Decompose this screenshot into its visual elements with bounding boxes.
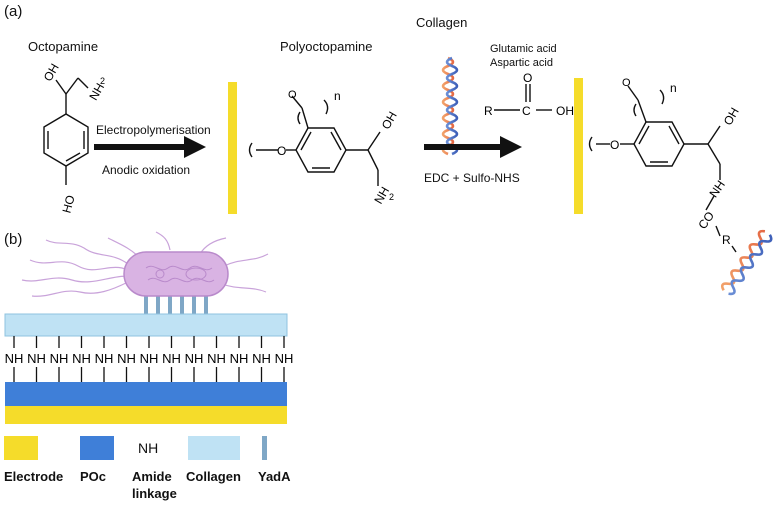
- octopamine-oh: OH: [41, 61, 62, 84]
- polyoctopamine-o-ether: O: [277, 144, 286, 158]
- octopamine-nh2-subscript: 2: [100, 76, 105, 86]
- product-n-subscript: n: [670, 81, 677, 95]
- amide-nh-label: NH: [140, 351, 159, 366]
- collagen-layer: [4, 313, 288, 337]
- reaction-arrow-2: [424, 136, 522, 158]
- polyoctopamine-o-link: O: [288, 89, 297, 101]
- electrode-bar-2: [574, 78, 583, 214]
- amide-nh-label: NH: [72, 351, 91, 366]
- carboxyl-oh: OH: [556, 104, 574, 118]
- anodic-oxidation-label: Anodic oxidation: [102, 163, 191, 177]
- product-nh: NH: [706, 178, 727, 200]
- product-oh: OH: [721, 105, 742, 128]
- legend-yada-label: YadA: [258, 469, 291, 484]
- amide-nh-label: NH: [275, 351, 294, 366]
- octopamine-ho: HO: [60, 194, 78, 215]
- product-o-link: O: [622, 77, 631, 89]
- poc-layer: [5, 382, 287, 406]
- legend-electrode-label: Electrode: [4, 469, 64, 484]
- legend-amide-label-line2: linkage: [132, 486, 177, 501]
- amide-nh-label: NH: [230, 351, 249, 366]
- legend-collagen-label: Collagen: [186, 469, 241, 484]
- product-o-ether: O: [610, 138, 619, 152]
- collagen-helix-reagent: [441, 56, 459, 156]
- legend-nh-symbol: NH: [138, 440, 159, 456]
- polyoctopamine-label: Polyoctopamine: [280, 39, 373, 54]
- product-r: R: [722, 233, 731, 247]
- glutamic-acid-label: Glutamic acid: [490, 43, 557, 55]
- legend-poc-label: POc: [80, 469, 107, 484]
- polyoctopamine-structure: [248, 95, 381, 186]
- collagen-reagent-label: Collagen: [416, 15, 468, 30]
- carboxyl-o: O: [523, 71, 532, 85]
- amide-nh-label: NH: [117, 351, 136, 366]
- carboxyl-group: [494, 84, 552, 111]
- panel-label-a: (a): [4, 3, 23, 20]
- product-co: CO: [695, 209, 717, 232]
- yada-adhesins: [144, 290, 208, 314]
- panel-label-b: (b): [4, 231, 23, 248]
- legend-yada-swatch: [262, 436, 267, 460]
- carboxyl-r: R: [484, 104, 493, 118]
- legend-collagen-swatch: [188, 436, 240, 460]
- amide-nh-label: NH: [162, 351, 181, 366]
- polyoctopamine-oh: OH: [379, 109, 400, 132]
- amide-nh-label: NH: [207, 351, 226, 366]
- legend-amide-label-line1: Amide: [132, 469, 172, 484]
- amide-nh-label: NH: [50, 351, 69, 366]
- edc-sulfo-nhs-label: EDC + Sulfo-NHS: [424, 171, 520, 185]
- bacterium: [123, 251, 229, 297]
- amide-nh-label: NH: [185, 351, 204, 366]
- product-structure: [588, 85, 737, 253]
- amide-nh-label: NH: [27, 351, 46, 366]
- carboxyl-c: C: [522, 104, 531, 118]
- legend-electrode-swatch: [4, 436, 38, 460]
- collagen-helix-product: [720, 229, 773, 296]
- aspartic-acid-label: Aspartic acid: [490, 57, 553, 69]
- octopamine-label: Octopamine: [28, 39, 99, 54]
- reaction-arrow-1: [94, 136, 206, 158]
- electrode-layer: [5, 406, 287, 424]
- amide-nh-label: NH: [5, 351, 24, 366]
- legend-poc-swatch: [80, 436, 114, 460]
- polyoctopamine-nh2-subscript: 2: [389, 192, 394, 202]
- electropolymerisation-label: Electropolymerisation: [96, 123, 211, 137]
- electrode-bar-1: [228, 82, 237, 214]
- octopamine-structure: [43, 77, 89, 185]
- polyoctopamine-n-subscript: n: [334, 89, 341, 103]
- amide-nh-label: NH: [252, 351, 271, 366]
- amide-nh-label: NH: [95, 351, 114, 366]
